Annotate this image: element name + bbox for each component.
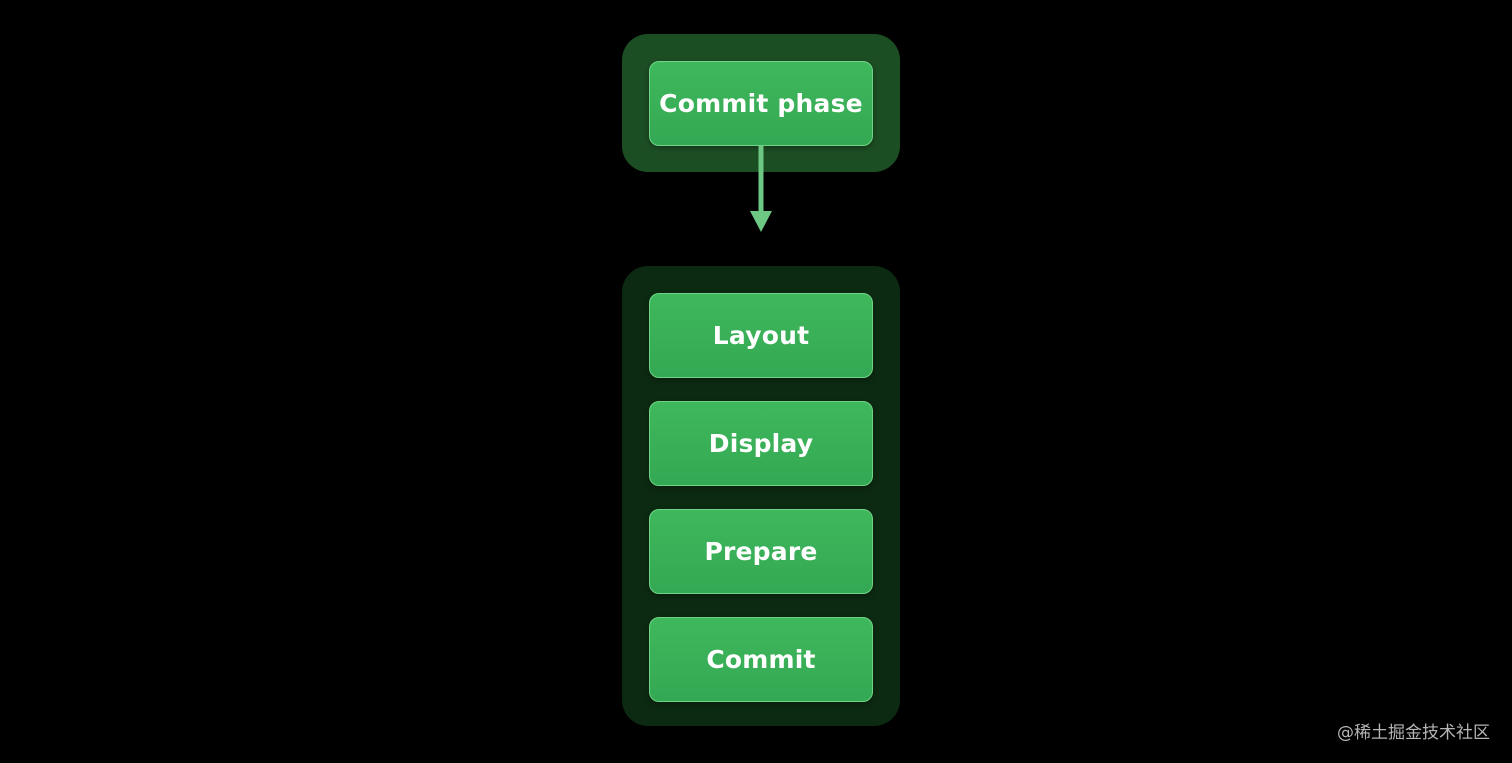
watermark: @稀土掘金技术社区 — [1337, 723, 1490, 743]
step-prepare-box: Prepare — [649, 509, 873, 594]
step-prepare-label: Prepare — [704, 537, 818, 566]
step-display-box: Display — [649, 401, 873, 486]
commit-phase-label: Commit phase — [659, 89, 863, 118]
step-layout-label: Layout — [712, 321, 810, 350]
step-display-label: Display — [708, 429, 814, 458]
step-commit-box: Commit — [649, 617, 873, 702]
step-commit-label: Commit — [706, 645, 816, 674]
commit-phase-box: Commit phase — [649, 61, 873, 146]
step-layout-box: Layout — [649, 293, 873, 378]
flow-arrow-head — [750, 211, 772, 232]
